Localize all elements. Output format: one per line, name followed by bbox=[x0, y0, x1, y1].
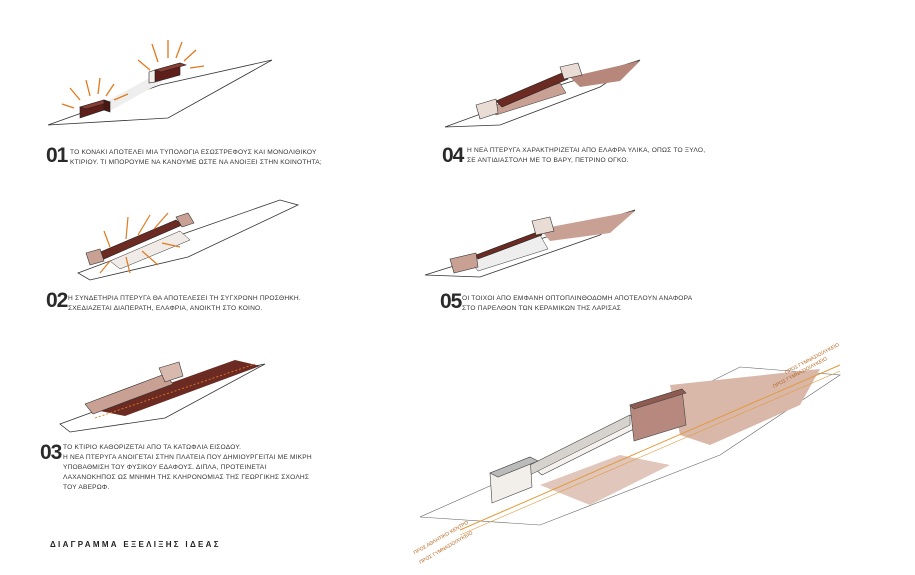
diagram-step-01 bbox=[47, 40, 273, 126]
step-line: ΣΕ ΑΝΤΙΔΙΑΣΤΟΛΗ ΜΕ ΤΟ ΒΑΡΥ, ΠΕΤΡΙΝΟ ΟΓΚΟ… bbox=[467, 157, 629, 164]
step-line: ΤΟ ΚΤΙΡΙΟ ΚΑΘΟΡΙΖΕΤΑΙ ΑΠΟ ΤΑ ΚΑΤΩΦΛΙΑ ΕΙ… bbox=[63, 444, 242, 451]
step-line: Η ΝΕΑ ΠΤΕΡΥΓΑ ΧΑΡΑΚΤΗΡΙΖΕΤΑΙ ΑΠΟ ΕΛΑΦΡΑ … bbox=[467, 147, 706, 154]
step-line: ΥΠΟΒΑΘΜΙΣΗ ΤΟΥ ΦΥΣΙΚΟΥ ΕΔΑΦΟΥΣ. ΔΙΠΛΑ, Π… bbox=[63, 464, 267, 471]
arrow-icons bbox=[99, 212, 181, 274]
diagram-step-04 bbox=[444, 59, 641, 128]
diagram-step-02 bbox=[77, 199, 300, 281]
step-line: ΣΤΟ ΠΑΡΕΛΘΟΝ ΤΩΝ ΚΕΡΑΜΙΚΩΝ ΤΗΣ ΛΑΡΙΣΑΣ bbox=[462, 305, 622, 312]
second-building-block bbox=[148, 62, 188, 84]
axonometric-final-view bbox=[420, 364, 841, 536]
diagram-step-05 bbox=[424, 209, 636, 278]
old-building-block bbox=[78, 99, 112, 119]
step-line: ΛΑΧΑΝΟΚΗΠΟΣ ΩΣ ΜΝΗΜΗ ΤΗΣ ΚΛΗΡΟΝΟΜΙΑΣ ΤΗΣ… bbox=[63, 474, 310, 481]
step-line: ΤΟΥ ΑΒΕΡΩΦ. bbox=[63, 484, 110, 491]
step-number: 05 bbox=[440, 290, 462, 313]
step-line: ΚΤΙΡΙΟΥ. ΤΙ ΜΠΟΡΟΥΜΕ ΝΑ ΚΑΝΟΥΜΕ ΩΣΤΕ ΝΑ … bbox=[70, 159, 322, 166]
step-number: 01 bbox=[46, 144, 68, 167]
brick-building bbox=[629, 388, 687, 442]
step-number: 03 bbox=[40, 441, 62, 464]
arrow-icons bbox=[61, 40, 205, 109]
diagram-caption: ΔΙΑΓΡΑΜΜΑ ΕΞΕΛΙΞΗΣ ΙΔΕΑΣ bbox=[50, 540, 221, 549]
step-line: ΟΙ ΤΟΙΧΟΙ ΑΠΟ ΕΜΦΑΝΗ ΟΠΤΟΠΛΙΝΘΟΔΟΜΗ ΑΠΟΤ… bbox=[462, 295, 693, 302]
step-number: 02 bbox=[46, 289, 68, 312]
historic-mansion bbox=[489, 456, 539, 504]
step-line: Η ΣΥΝΔΕΤΗΡΙΑ ΠΤΕΡΥΓΑ ΘΑ ΑΠΟΤΕΛΕΣΕΙ ΤΗ ΣΥ… bbox=[68, 295, 301, 302]
diagram-step-03 bbox=[59, 360, 266, 433]
step-line: ΤΟ ΚΟΝΑΚΙ ΑΠΟΤΕΛΕΙ ΜΙΑ ΤΥΠΟΛΟΓΙΑ ΕΣΩΣΤΡΕ… bbox=[70, 149, 317, 156]
step-line: ΣΧΕΔΙΑΖΕΤΑΙ ΔΙΑΠΕΡΑΤΗ, ΕΛΑΦΡΙΑ, ΑΝΟΙΚΤΗ … bbox=[68, 305, 263, 312]
step-line: Η ΝΕΑ ΠΤΕΡΥΓΑ ΑΝΟΙΓΕΤΑΙ ΣΤΗΝ ΠΛΑΤΕΙΑ ΠΟΥ… bbox=[63, 454, 312, 461]
step-number: 04 bbox=[442, 144, 464, 167]
path-lines bbox=[94, 363, 256, 419]
